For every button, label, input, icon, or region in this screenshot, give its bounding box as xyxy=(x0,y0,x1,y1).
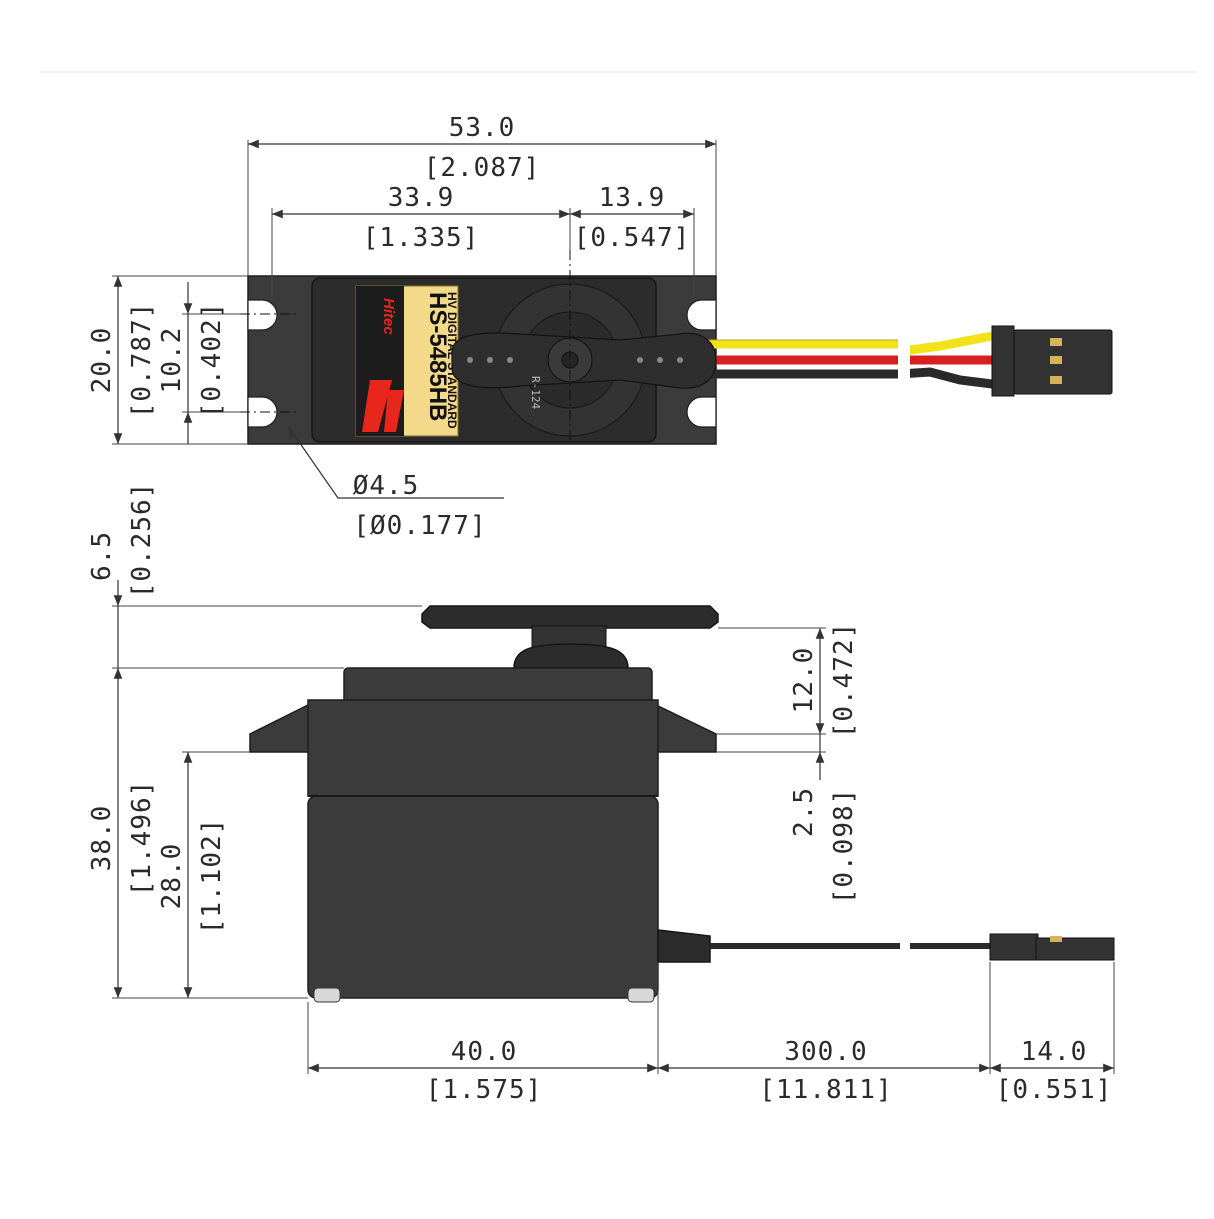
horn-mark: R-124 xyxy=(529,376,542,409)
mounting-hole-bottom-right xyxy=(686,396,717,428)
text-flange-height-mm: 28.0 xyxy=(157,843,187,910)
side-flange-left xyxy=(249,703,313,753)
label-brand: Hitec xyxy=(380,298,397,335)
text-height-in: [0.787] xyxy=(127,302,157,419)
side-connector xyxy=(989,933,1039,961)
side-horn xyxy=(421,605,719,629)
text-cable-length-in: [11.811] xyxy=(759,1075,892,1105)
connector-pin-icon xyxy=(1050,356,1062,364)
text-cable-length-mm: 300.0 xyxy=(784,1037,867,1067)
text-total-height-in: [1.496] xyxy=(127,780,157,897)
text-body-to-shaft-in: [1.335] xyxy=(363,223,480,253)
top-connector xyxy=(991,325,1113,397)
text-connector-length-mm: 14.0 xyxy=(1021,1037,1088,1067)
text-connector-length-in: [0.551] xyxy=(996,1075,1113,1105)
text-flange-thickness-mm: 2.5 xyxy=(789,787,819,837)
side-gear-dome xyxy=(513,643,629,669)
text-body-to-shaft-mm: 33.9 xyxy=(388,183,455,213)
text-overall-width-mm: 53.0 xyxy=(449,113,516,143)
text-body-length-in: [1.575] xyxy=(426,1075,543,1105)
text-shaft-offset-in: [0.547] xyxy=(574,223,691,253)
text-shaft-height-in: [0.472] xyxy=(829,622,859,739)
wire-break xyxy=(898,336,910,382)
connector-pin-icon xyxy=(1050,936,1062,942)
mounting-holes xyxy=(247,299,717,428)
text-body-length-mm: 40.0 xyxy=(451,1037,518,1067)
text-shaft-offset-mm: 13.9 xyxy=(599,183,666,213)
brand-logo-icon xyxy=(362,380,392,432)
text-height-mm: 20.0 xyxy=(87,327,117,394)
text-horn-thickness-in: [0.256] xyxy=(127,482,157,599)
side-foot-left xyxy=(313,987,341,1003)
side-view: 6.5 [0.256] 38.0 [1.496] 28.0 [1.102] 12… xyxy=(87,482,1115,1105)
mounting-hole-top-left xyxy=(247,299,278,331)
text-total-height-mm: 38.0 xyxy=(87,805,117,872)
text-shaft-height-mm: 12.0 xyxy=(789,647,819,714)
text-hole-spacing-mm: 10.2 xyxy=(157,327,187,394)
side-cable-grommet xyxy=(657,929,711,963)
text-hole-spacing-in: [0.402] xyxy=(197,302,227,419)
wire-black xyxy=(690,367,993,389)
connector-pin-icon xyxy=(1050,338,1062,346)
side-top-case xyxy=(343,667,653,705)
side-upper-body xyxy=(307,699,659,797)
servo-wires xyxy=(690,331,1000,389)
top-view: Hitec HS-5485HB HV DIGITAL STANDARD R-12… xyxy=(87,113,1113,541)
text-hole-diameter-in: [Ø0.177] xyxy=(353,511,486,541)
label-model: HS-5485HB xyxy=(424,292,451,421)
text-flange-thickness-in: [0.098] xyxy=(829,788,859,905)
text-flange-height-in: [1.102] xyxy=(197,818,227,935)
side-lower-body xyxy=(307,795,659,999)
brand-logo-stripe-icon xyxy=(384,390,404,432)
text-horn-thickness-mm: 6.5 xyxy=(87,531,117,581)
mounting-hole-top-right xyxy=(686,299,717,331)
connector-pin-icon xyxy=(1050,376,1062,384)
text-hole-diameter-mm: Ø4.5 xyxy=(353,471,420,501)
side-flange-right xyxy=(651,703,717,753)
side-foot-right xyxy=(627,987,655,1003)
text-overall-width-in: [2.087] xyxy=(424,153,541,183)
hole-diameter-leader xyxy=(287,425,504,499)
wire-yellow xyxy=(690,331,993,355)
